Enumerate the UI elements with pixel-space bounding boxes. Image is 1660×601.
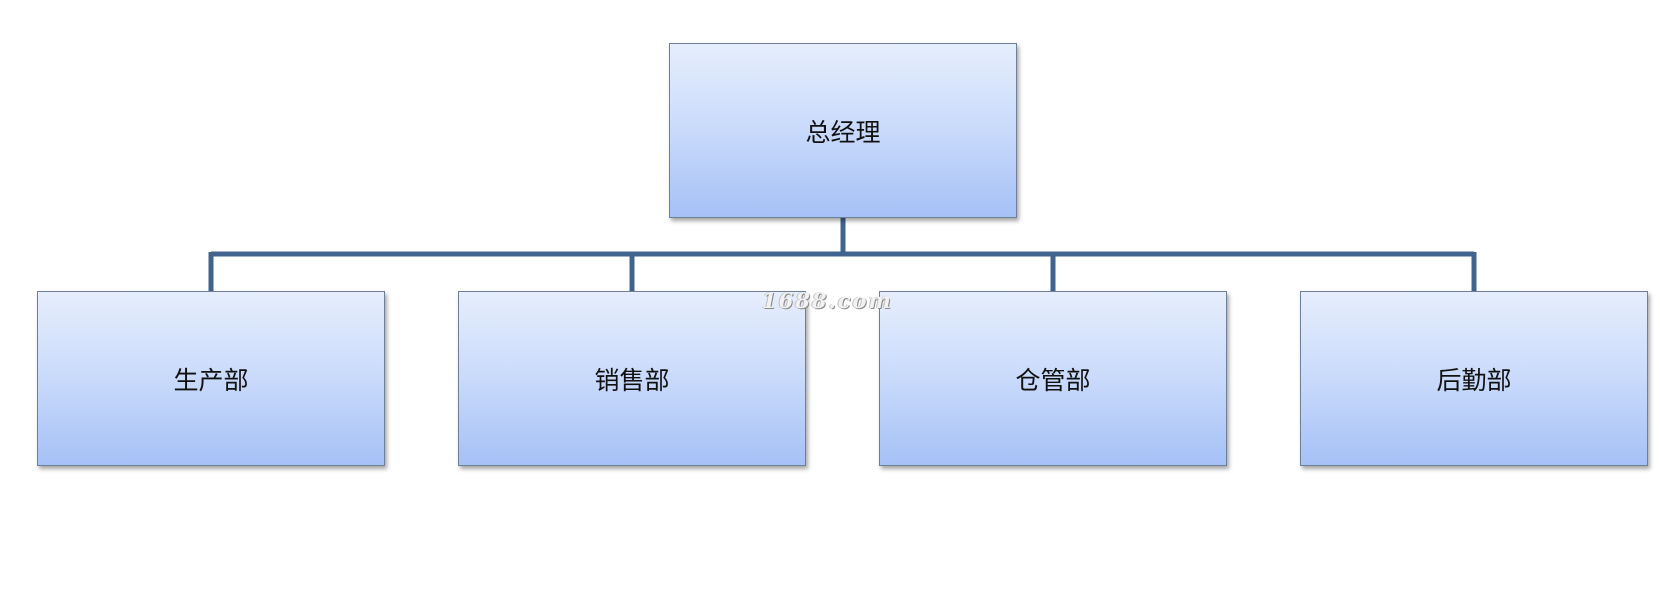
org-node-sales-dept: 销售部 [458,291,806,466]
watermark-text: 1688.com [762,288,893,313]
org-node-warehouse-dept: 仓管部 [879,291,1227,466]
org-node-label: 后勤部 [1436,365,1512,395]
org-node-general-manager: 总经理 [669,43,1017,218]
org-node-label: 销售部 [594,365,670,395]
org-node-label: 生产部 [173,365,249,395]
org-node-label: 总经理 [805,117,881,147]
org-node-production-dept: 生产部 [37,291,385,466]
org-node-logistics-dept: 后勤部 [1300,291,1648,466]
org-node-label: 仓管部 [1015,365,1091,395]
